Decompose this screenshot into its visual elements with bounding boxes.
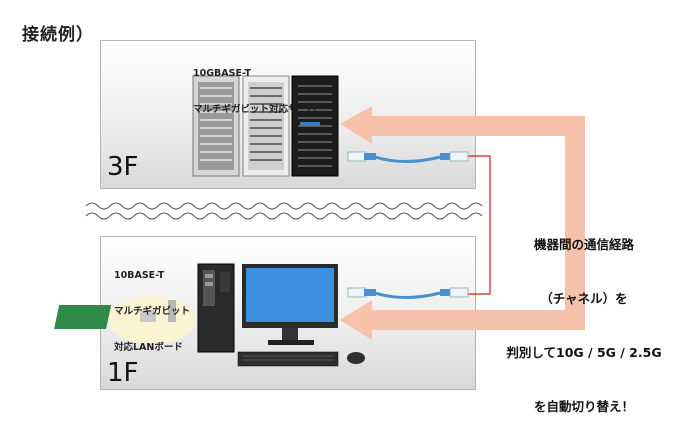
page-title: 接続例） xyxy=(22,25,94,45)
message-line4: を自動切り替え！ xyxy=(533,399,634,414)
lan-cable-icon xyxy=(347,151,469,163)
message-line3: 判別して10G / 5G / 2.5G xyxy=(506,345,662,360)
diagram-graphics xyxy=(54,75,585,367)
message-line1: 機器間の通信経路 xyxy=(533,237,634,252)
server-label-line1: 10GBASE-T xyxy=(193,68,251,79)
lan-board-label-line1: 10BASE-T xyxy=(114,270,165,281)
link-line xyxy=(468,155,491,295)
auto-switch-message: 機器間の通信経路 （チャネル）を 判別して10G / 5G / 2.5G を自動… xyxy=(498,200,670,434)
floor-separator xyxy=(85,202,483,220)
floor-1f-label: 1F xyxy=(107,358,139,388)
server-rack-icon xyxy=(291,75,339,177)
server-rack-icon xyxy=(242,75,290,177)
monitor-icon xyxy=(242,264,338,345)
message-line2: （チャネル）を xyxy=(540,291,628,306)
pc-tower-icon xyxy=(197,263,235,353)
server-rack-icon xyxy=(192,75,240,177)
lan-board-label-line3: 対応LANボード xyxy=(114,342,183,353)
keyboard-icon xyxy=(237,351,339,367)
switching-arrow xyxy=(340,106,585,340)
server-label: 10GBASE-T マルチギガビット対応サーバー xyxy=(193,44,326,128)
lan-board-label-line2: マルチギガビット xyxy=(114,306,191,317)
server-label-line2: マルチギガビット対応サーバー xyxy=(193,104,326,115)
lan-card-icon xyxy=(54,296,196,344)
floor-3f-label: 3F xyxy=(107,152,139,182)
lan-cable-icon xyxy=(347,287,469,299)
mouse-icon xyxy=(347,352,365,364)
lan-board-label: 10BASE-T マルチギガビット 対応LANボード xyxy=(114,246,190,366)
